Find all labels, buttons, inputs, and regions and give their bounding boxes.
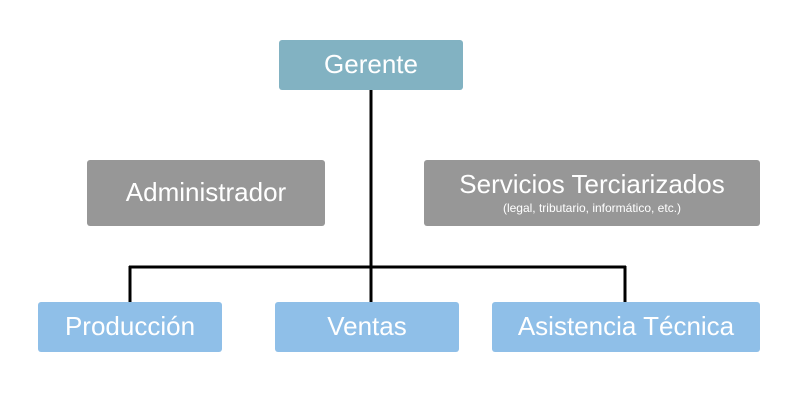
node-ventas: Ventas — [275, 302, 459, 352]
node-asistencia-label: Asistencia Técnica — [517, 311, 735, 342]
node-gerente-label: Gerente — [324, 49, 418, 80]
node-ventas-label: Ventas — [327, 311, 407, 342]
node-produccion-label: Producción — [64, 311, 196, 342]
node-administrador: Administrador — [87, 160, 325, 226]
node-servicios-label: Servicios Terciarizados — [459, 169, 725, 200]
node-produccion: Producción — [38, 302, 222, 352]
node-servicios-sublabel: (legal, tributario, informático, etc.) — [502, 201, 682, 216]
node-asistencia-tecnica: Asistencia Técnica — [492, 302, 760, 352]
node-servicios-terciarizados: Servicios Terciarizados (legal, tributar… — [424, 160, 760, 226]
node-gerente: Gerente — [279, 40, 463, 90]
node-administrador-label: Administrador — [125, 177, 287, 208]
